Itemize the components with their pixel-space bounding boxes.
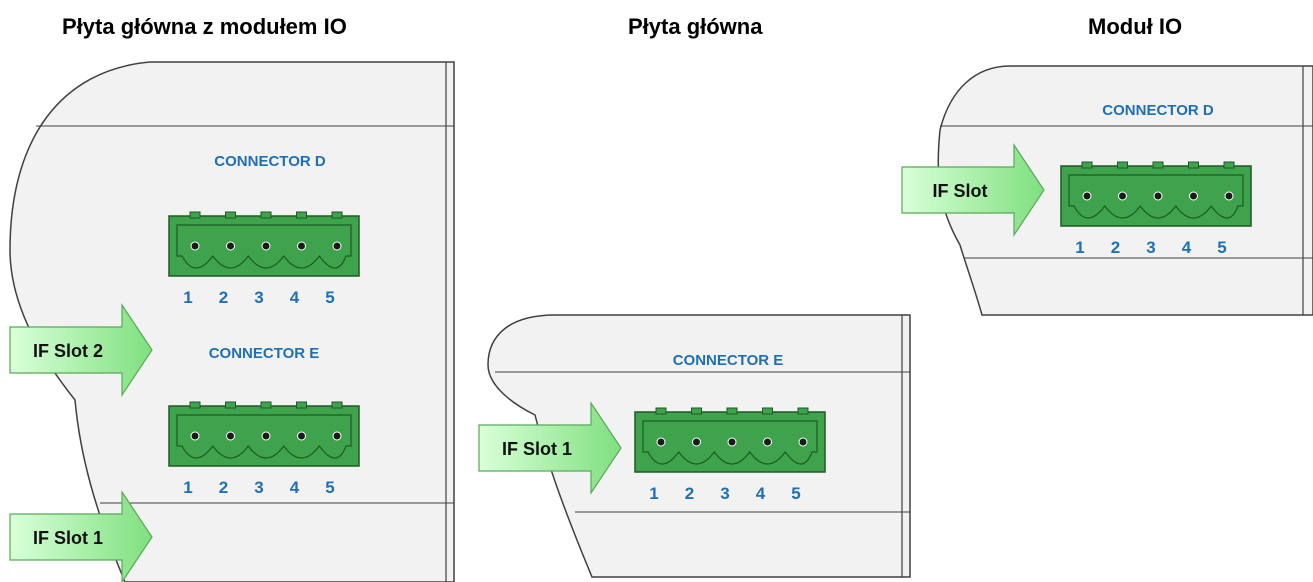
connector-pin [226,241,235,251]
connector-pin [332,431,342,441]
connector-tab [1223,161,1235,169]
connector-pin [1153,191,1163,201]
connector-e-label-combined: CONNECTOR E [209,345,320,362]
connector-pin [190,431,200,441]
if-slot-arrow-io: IF Slot [901,143,1045,237]
if-slot-1-arrow: IF Slot 1 [9,490,153,582]
connector-pin [1189,191,1198,201]
connector-tab [655,407,667,415]
connector-tab [331,401,343,409]
connector-pin [1224,191,1234,201]
connector-pin [692,437,701,447]
arrow-shape [478,401,622,495]
pin-label: 2 [1111,238,1120,257]
pin-label: 2 [219,478,228,497]
connector-pin [226,431,235,441]
connector-tab [1188,161,1199,169]
pin-label: 2 [219,288,228,307]
connector-tab [691,407,702,415]
arrow-shape [901,143,1045,237]
pin-label: 5 [325,288,334,307]
terminal-block-connector-e-mainboard: 1 2 3 4 5 [634,407,826,503]
connector-pin [297,241,306,251]
pin-label: 4 [290,478,300,497]
pin-label: 5 [791,484,800,503]
arrow-shape [9,490,153,582]
connector-tab [762,407,773,415]
title-mainboard: Płyta główna [628,14,763,39]
connector-pin [332,241,342,251]
connector-tab [1117,161,1128,169]
connector-pin [727,437,737,447]
connector-tab [189,211,201,219]
connector-tab [1152,161,1164,169]
terminal-block-connector-d-io: 1 2 3 4 5 [1060,161,1252,257]
terminal-block-connector-e: 1 2 3 4 5 [168,401,360,497]
if-slot-1-arrow-mainboard: IF Slot 1 [478,401,622,495]
connector-e-label-mainboard: CONNECTOR E [673,352,784,369]
connector-pin [261,431,271,441]
connector-tab [225,211,236,219]
pin-label: 5 [1217,238,1226,257]
connector-tab [726,407,738,415]
connector-tab [225,401,236,409]
connector-d-label-io: CONNECTOR D [1102,102,1214,119]
connector-tab [189,401,201,409]
connector-pin [1118,191,1127,201]
pin-label: 3 [720,484,729,503]
pin-label: 4 [290,288,300,307]
connector-pin [297,431,306,441]
connector-pin [656,437,666,447]
connector-outline [176,224,352,269]
connector-pin [763,437,772,447]
connector-tab [296,211,307,219]
arrow-label: IF Slot 1 [502,439,572,459]
title-io-module: Moduł IO [1088,14,1183,39]
connector-pin [261,241,271,251]
connector-pin [798,437,808,447]
arrow-label: IF Slot [933,181,988,201]
arrow-shape [9,303,153,397]
pin-label: 4 [756,484,766,503]
pin-label: 3 [254,478,263,497]
connector-tab [296,401,307,409]
title-combined: Płyta główna z modułem IO [62,14,347,39]
terminal-block-connector-d: 1 2 3 4 5 [168,211,360,307]
connector-outline [642,420,818,465]
connector-outline [176,414,352,459]
arrow-label: IF Slot 1 [33,528,103,548]
connector-outline [1068,174,1244,219]
pin-label: 4 [1182,238,1192,257]
connector-pin [1082,191,1092,201]
connector-tab [260,401,272,409]
connector-tab [331,211,343,219]
pin-label: 2 [685,484,694,503]
connector-d-label-combined: CONNECTOR D [214,153,326,170]
connector-tab [1081,161,1093,169]
connector-tab [260,211,272,219]
pin-label: 5 [325,478,334,497]
pin-label: 1 [183,478,192,497]
pin-label: 1 [1075,238,1084,257]
if-slot-2-arrow: IF Slot 2 [9,303,153,397]
panel-combined [9,61,455,582]
connector-pin [190,241,200,251]
arrow-label: IF Slot 2 [33,341,103,361]
pin-label: 1 [649,484,658,503]
pin-label: 3 [254,288,263,307]
pin-label: 3 [1146,238,1155,257]
connector-tab [797,407,809,415]
pin-label: 1 [183,288,192,307]
